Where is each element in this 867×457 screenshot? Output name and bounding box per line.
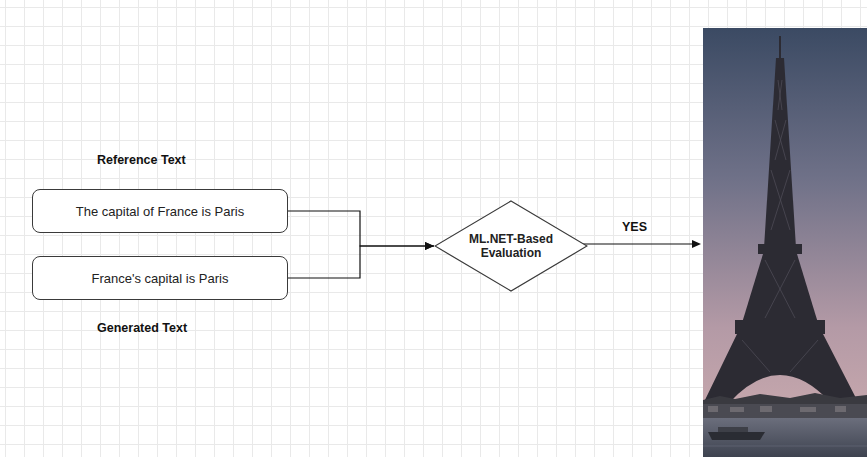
box-text: France's capital is Paris <box>92 271 229 286</box>
arrow-label: YES <box>622 220 647 234</box>
decision-text: ML.NET-Based Evaluation <box>465 232 557 261</box>
text-box: France's capital is ParisGenerated Text <box>32 256 288 300</box>
box-text: The capital of France is Paris <box>76 204 244 219</box>
box-heading: Reference Text <box>97 153 186 167</box>
text-box: Reference TextThe capital of France is P… <box>32 189 288 233</box>
connector-arrow <box>288 246 434 278</box>
decision-diamond: ML.NET-Based Evaluation <box>434 200 588 292</box>
box-heading: Generated Text <box>97 321 187 335</box>
connector-arrow <box>288 211 434 246</box>
